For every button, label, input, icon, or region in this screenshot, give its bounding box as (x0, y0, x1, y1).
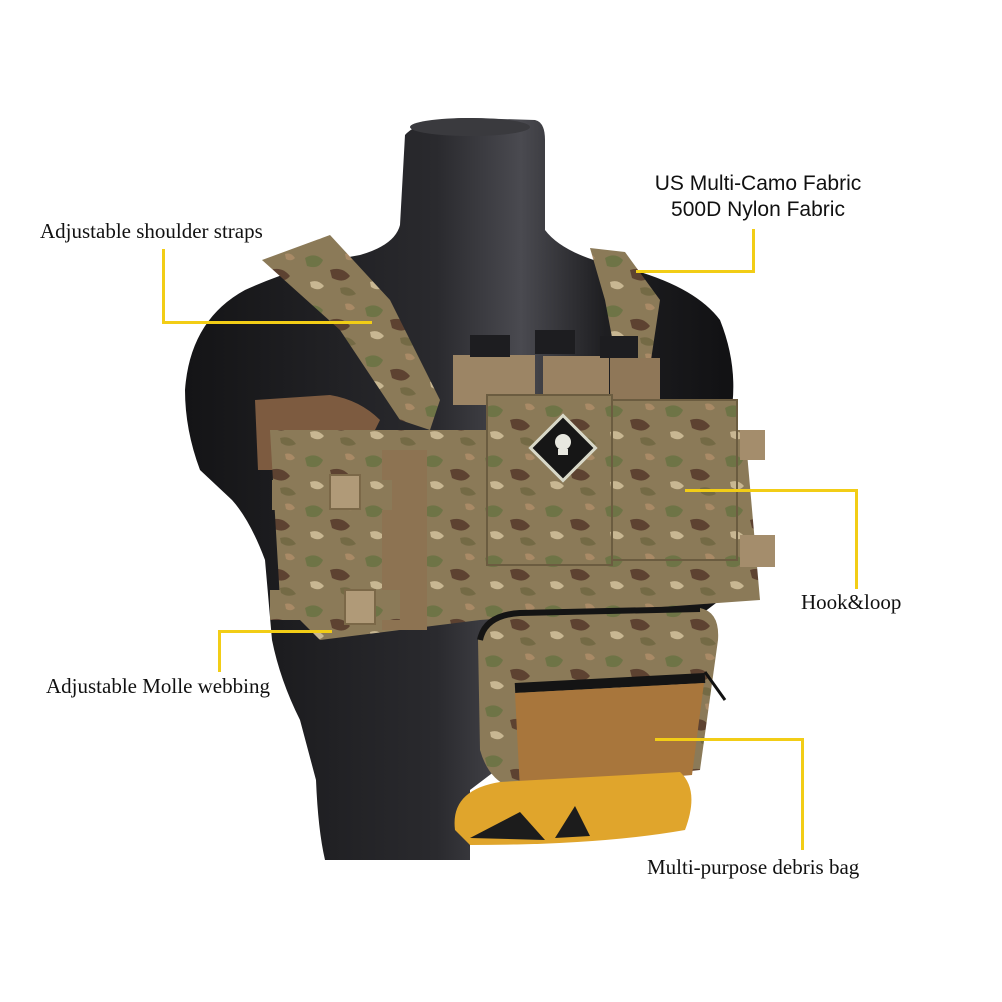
fabric-callout-line-v (752, 229, 755, 272)
shoulder-straps-label: Adjustable shoulder straps (40, 219, 263, 243)
fabric-line-2: 500D Nylon Fabric (671, 198, 845, 221)
right-shoulder-strap (590, 248, 660, 380)
shoulder-callout-line-v (162, 249, 165, 323)
molle-callout-line-v (218, 630, 221, 672)
molle-webbing-label: Adjustable Molle webbing (46, 674, 270, 698)
left-shoulder-strap (262, 235, 440, 430)
shoulder-callout-line-h (162, 321, 372, 324)
debris-callout-line-v (801, 738, 804, 850)
debris-callout-line-h (655, 738, 804, 741)
debris-bag-label: Multi-purpose debris bag (647, 855, 860, 879)
magazines (453, 330, 660, 405)
molle-callout-line-h (218, 630, 332, 633)
debris-bag (454, 606, 727, 845)
hook-loop-label: Hook&loop (801, 590, 902, 614)
skull-patch (528, 413, 598, 483)
fabric-callout-label: US Multi-Camo Fabric 500D Nylon Fabric (628, 171, 888, 223)
fabric-line-1: US Multi-Camo Fabric (654, 172, 862, 195)
fabric-callout-line-h (636, 270, 755, 273)
hookloop-callout-line-h (685, 489, 857, 492)
hookloop-callout-line-v (855, 489, 858, 589)
front-flap (486, 394, 613, 566)
